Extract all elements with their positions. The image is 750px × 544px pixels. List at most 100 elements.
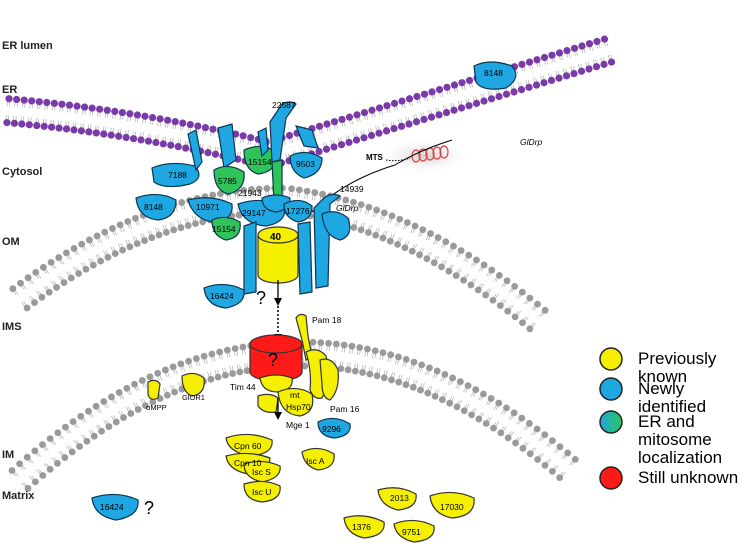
matrix-blue-proteins [91,417,351,521]
lipid-head [487,95,496,103]
lipid-head [480,97,488,105]
lipid-head [53,283,60,291]
label-om: OM [2,236,20,248]
ampp-shape [147,379,161,400]
lipid-head [375,104,384,112]
lipid-head [600,35,609,43]
lipid-head [122,133,130,142]
er-helix-d [295,125,319,149]
lipid-head [555,74,563,82]
lipid-head [127,410,135,417]
label-16424-matrix: 16424 [100,502,124,512]
matrix-proteins [147,372,475,543]
lipid-head [80,103,89,111]
lipid-head [137,136,145,144]
lipid-head [129,135,138,143]
protein-16424-ims [203,283,245,309]
lipid-head [541,461,549,469]
om-complex [135,193,351,295]
outer-membrane [9,184,549,333]
lipid-head [441,371,449,378]
tom40-label: 40 [270,232,282,243]
label-er: ER [2,84,18,96]
lipid-head [98,427,105,435]
lipid-head [67,274,75,282]
lipid-head [243,367,251,375]
lipid-head [383,102,391,110]
lipid-head [511,313,519,321]
lipid-head [467,281,475,289]
lipid-head [309,338,317,346]
lipid-head [495,92,503,101]
tim44-sub [257,393,279,413]
lipid-head [126,110,134,118]
lipid-head [332,340,340,348]
lipid-head [570,69,578,78]
lipid-head [146,373,154,381]
lipid-head [398,97,406,105]
lipid-head [372,231,380,239]
lipid-head [45,288,53,296]
legend-dot-dual [599,410,623,434]
lipid-head [357,226,365,234]
lipid-head [186,120,194,129]
lipid-head [380,209,388,217]
lipid-head [170,226,178,234]
lipid-head [13,95,21,104]
channel-unknown-mark: ? [268,350,278,370]
lipid-head [8,467,16,474]
lipid-head [9,285,17,293]
lipid-head [379,349,387,357]
lipid-head [556,443,564,451]
lipid-head [360,134,368,142]
lipid-head [39,441,46,449]
lipid-head [446,399,454,407]
lipid-head [111,250,119,258]
lipid-head [115,389,123,396]
lipid-head [61,454,69,461]
protein-2013-shape [377,487,417,511]
mthsp70-shape [277,387,314,417]
lipid-head [342,196,350,204]
label-cpn60: Cpn 60 [234,441,262,451]
lipid-head [593,37,601,46]
lipid-head [350,198,357,206]
legend-known-label: Previously known [638,349,717,386]
lipid-head [116,221,124,229]
lipid-head [179,119,187,127]
lipid-head [239,132,247,140]
label-8148-om: 8148 [144,202,163,212]
lipid-head [600,60,608,68]
lipid-head [46,435,54,443]
lipid-head [465,102,473,110]
lipid-head [209,191,217,199]
lipid-head [402,356,410,363]
lipid-head [480,390,487,398]
protein-16424-matrix-shape [91,493,139,521]
lipid-head [159,140,167,148]
lipid-head [20,96,28,104]
tim44-shape [259,374,293,393]
lipid-head [353,111,361,119]
lipid-head [360,108,369,117]
lipid-head [18,120,26,128]
lipid-head [526,450,534,458]
lipid-head [338,115,346,124]
lipid-head [541,431,549,439]
lipid-head [100,398,108,405]
lipid-head [161,366,169,374]
lipid-head [90,432,98,440]
tom40-channel [257,226,299,284]
lipid-head [141,112,149,120]
lipid-head [578,42,586,50]
lipid-head [330,118,339,126]
lipid-head [352,136,361,144]
lipid-head [503,404,510,412]
lipid-head [534,456,541,463]
lipid-head [131,380,138,388]
lipid-head [148,113,157,122]
lipid-head [223,346,231,354]
lipid-head [255,185,263,193]
lipid-head [88,104,96,112]
